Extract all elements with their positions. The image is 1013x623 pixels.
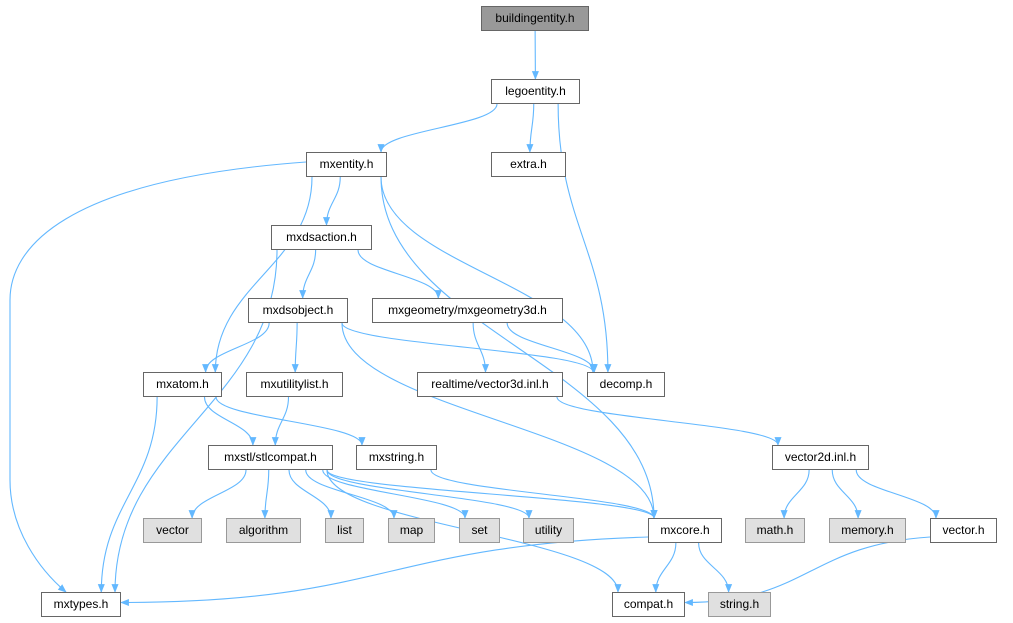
node-mxdsobject-h[interactable]: mxdsobject.h: [248, 298, 348, 323]
node-map[interactable]: map: [388, 518, 435, 543]
edge-mxentity-to-decomp: [380, 176, 597, 373]
node-decomp-h[interactable]: decomp.h: [587, 372, 665, 397]
node-mxdsaction-h[interactable]: mxdsaction.h: [271, 225, 372, 250]
edge-mxentity-to-mxtypes: [9, 161, 307, 593]
edge-mxdsobject-to-mxatom: [202, 322, 270, 373]
node-list[interactable]: list: [325, 518, 364, 543]
node-mxtypes-h[interactable]: mxtypes.h: [41, 592, 121, 617]
node-vector-h[interactable]: vector.h: [930, 518, 997, 543]
node-mxutilitylist-h[interactable]: mxutilitylist.h: [246, 372, 343, 397]
edge-vector3d-to-vector2d: [556, 396, 782, 446]
edge-legoentity-to-decomp: [557, 103, 612, 373]
edge-legoentity-to-mxentity: [377, 103, 498, 153]
node-legoentity-h[interactable]: legoentity.h: [491, 79, 580, 104]
edge-legoentity-to-extra: [526, 103, 535, 153]
edge-mxcore-to-compat: [652, 542, 677, 593]
edge-mxentity-to-mxdsaction: [322, 176, 341, 226]
edge-mxatom-to-stlcompat: [203, 396, 257, 446]
edge-mxgeometry3d-to-vector3d: [472, 322, 490, 373]
node-utility[interactable]: utility: [523, 518, 574, 543]
node-buildingentity-h[interactable]: buildingentity.h: [481, 6, 589, 31]
edge-mxdsobject-to-mxcore: [341, 322, 658, 519]
edge-stlcompat-to-map: [305, 469, 398, 519]
node-mxentity-h[interactable]: mxentity.h: [306, 152, 387, 177]
edge-mxatom-to-mxstring: [215, 396, 366, 446]
node-vector3d-inl-h[interactable]: realtime/vector3d.inl.h: [417, 372, 563, 397]
edge-mxentity-to-mxatom: [211, 176, 313, 373]
node-stlcompat-h[interactable]: mxstl/stlcompat.h: [208, 445, 333, 470]
node-string-h[interactable]: string.h: [708, 592, 771, 617]
node-compat-h[interactable]: compat.h: [612, 592, 685, 617]
node-mxstring-h[interactable]: mxstring.h: [356, 445, 437, 470]
edge-stlcompat-to-list: [288, 469, 335, 519]
edge-vector2d-to-memory: [831, 469, 862, 519]
node-mxcore-h[interactable]: mxcore.h: [648, 518, 722, 543]
node-set[interactable]: set: [459, 518, 500, 543]
node-vector[interactable]: vector: [143, 518, 202, 543]
edge-stlcompat-to-vector: [188, 469, 247, 519]
edge-mxutilitylist-to-stlcompat: [271, 396, 290, 446]
edge-mxatom-to-mxtypes: [97, 396, 158, 593]
node-mxgeometry3d-h[interactable]: mxgeometry/mxgeometry3d.h: [372, 298, 563, 323]
node-mxatom-h[interactable]: mxatom.h: [143, 372, 222, 397]
edge-mxdsaction-to-mxdsobject: [299, 249, 317, 299]
edge-mxcore-to-string: [698, 542, 733, 593]
node-memory-h[interactable]: memory.h: [829, 518, 906, 543]
edge-mxcore-to-mxtypes: [120, 536, 649, 607]
edge-stlcompat-to-mxcore: [326, 469, 658, 519]
edge-mxgeometry3d-to-decomp: [506, 322, 598, 373]
edge-mxstring-to-mxcore: [430, 469, 658, 519]
edge-mxdsaction-to-mxgeometry3d: [357, 249, 442, 299]
edge-vector2d-to-vectorh: [855, 469, 940, 519]
edge-vector2d-to-math: [780, 469, 810, 519]
node-math-h[interactable]: math.h: [745, 518, 805, 543]
node-vector2d-inl-h[interactable]: vector2d.inl.h: [772, 445, 869, 470]
edge-mxdsobject-to-mxutilitylist: [291, 322, 299, 373]
node-algorithm[interactable]: algorithm: [226, 518, 301, 543]
edge-mxdsobject-to-decomp: [341, 322, 597, 373]
node-extra-h[interactable]: extra.h: [491, 152, 566, 177]
edge-stlcompat-to-algorithm: [261, 469, 270, 519]
edge-mxentity-to-mxcore: [380, 176, 658, 519]
edge-stlcompat-to-utility: [326, 469, 533, 519]
